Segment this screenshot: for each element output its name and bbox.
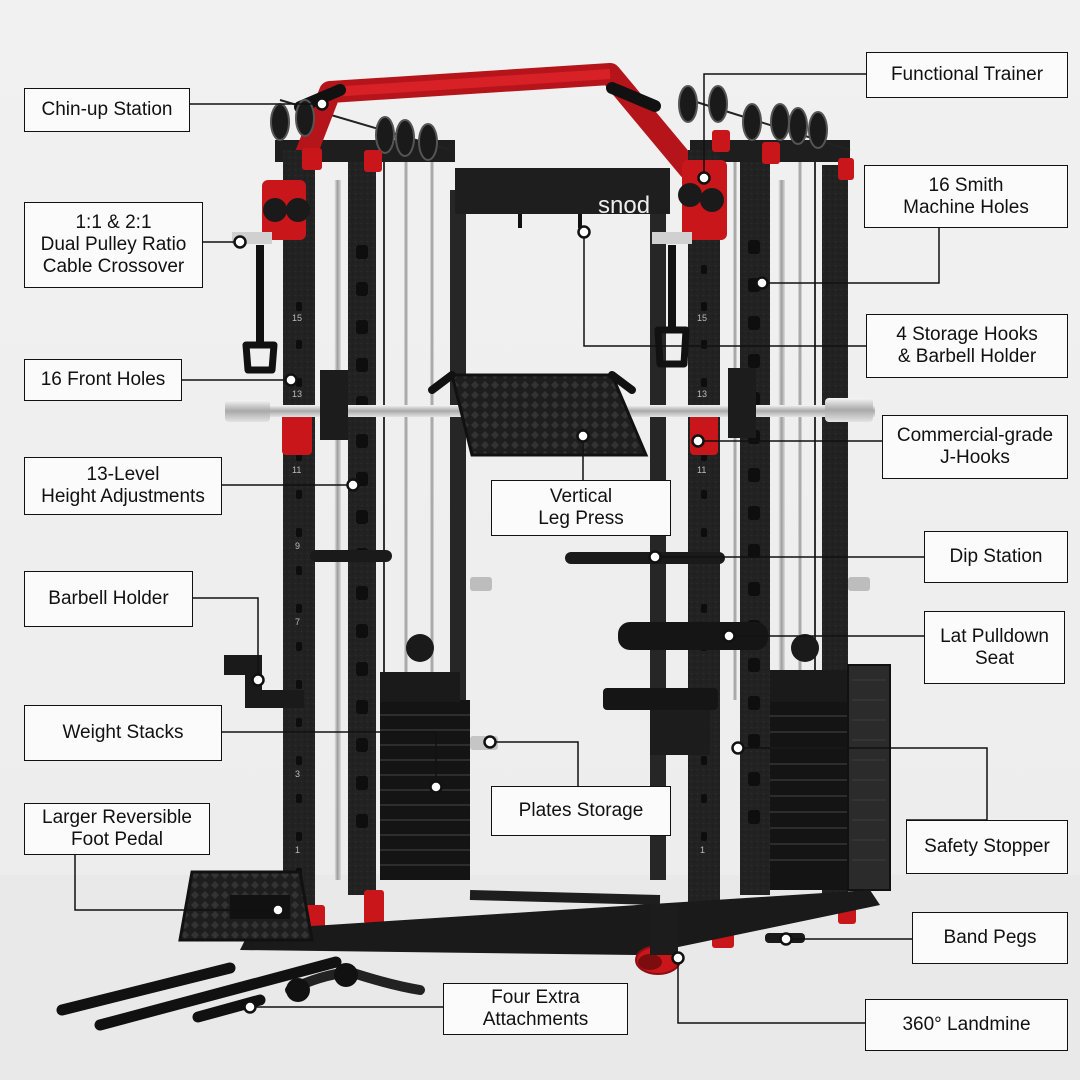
hole-numbers-right: 15 13 11 1: [697, 313, 707, 855]
d-handle-right: [654, 326, 690, 368]
label-functional-trainer: Functional Trainer: [866, 52, 1068, 98]
label-j-hooks: Commercial-grade J-Hooks: [882, 415, 1068, 479]
hole-number: 3: [295, 769, 300, 779]
label-leg-press: Vertical Leg Press: [491, 480, 671, 536]
label-landmine: 360° Landmine: [865, 999, 1068, 1051]
dip-handle-right: [565, 552, 725, 564]
dip-handle-left: [310, 550, 392, 562]
hole-number: 1: [295, 845, 300, 855]
anchor-dots: [233, 97, 793, 1014]
pulley-left-b: [286, 198, 310, 222]
label-foot-pedal: Larger Reversible Foot Pedal: [24, 803, 210, 855]
rope-end-right: [334, 963, 358, 987]
hole-number: 13: [697, 389, 707, 399]
rope-end-left: [286, 978, 310, 1002]
barbell-holder-bracket: [224, 655, 304, 708]
label-chin-up-station: Chin-up Station: [24, 88, 190, 132]
barbell-sleeve-right: [825, 398, 873, 422]
hole-number: 11: [292, 465, 301, 475]
label-safety-stopper: Safety Stopper: [906, 820, 1068, 874]
weight-stack-right: [770, 634, 855, 890]
upright-left-front: [283, 150, 315, 930]
lat-pulldown-seat: [603, 688, 718, 710]
leg-press-plate: [450, 373, 649, 457]
pulley-right: [678, 183, 702, 207]
weight-stack-left: [380, 634, 470, 880]
label-extra-attachments: Four Extra Attachments: [443, 983, 628, 1035]
smith-carriage-right: [728, 368, 756, 438]
label-weight-stacks: Weight Stacks: [24, 705, 222, 761]
label-storage-hooks: 4 Storage Hooks & Barbell Holder: [866, 314, 1068, 378]
seat-support: [650, 710, 710, 755]
label-plates-storage: Plates Storage: [491, 786, 671, 836]
label-smith-machine-holes: 16 Smith Machine Holes: [864, 165, 1068, 228]
hole-number: 1: [700, 845, 705, 855]
side-mesh-guard: [847, 664, 891, 891]
hole-number: 7: [295, 617, 300, 627]
pulley-left: [263, 198, 287, 222]
label-height-adjustments: 13-Level Height Adjustments: [24, 457, 222, 515]
plate-peg-rear-right: [848, 577, 870, 591]
base-frame: [240, 890, 880, 955]
d-handle-left: [242, 341, 278, 374]
top-crossbeam: [455, 168, 670, 214]
label-front-holes: 16 Front Holes: [24, 359, 182, 401]
label-dual-pulley: 1:1 & 2:1 Dual Pulley Ratio Cable Crosso…: [24, 202, 203, 288]
mesh-lines: [852, 679, 886, 861]
label-lat-pulldown: Lat Pulldown Seat: [924, 611, 1065, 684]
barbell-sleeve-left: [225, 400, 270, 422]
label-band-pegs: Band Pegs: [912, 912, 1068, 964]
smith-rod-right: [778, 180, 785, 880]
landmine-post: [650, 905, 678, 955]
hole-number: 15: [292, 313, 302, 323]
hole-number: 15: [697, 313, 707, 323]
smith-carriage-left: [320, 370, 348, 440]
label-dip-station: Dip Station: [924, 531, 1068, 583]
leg-press-handles: [428, 371, 636, 394]
hole-number: 11: [697, 465, 706, 475]
pulley-right-b: [700, 188, 724, 212]
label-barbell-holder: Barbell Holder: [24, 571, 193, 627]
chin-up-bar-highlight: [329, 69, 611, 97]
attachment-long-bar: [94, 956, 342, 1031]
storage-hooks: [518, 214, 582, 228]
chin-up-grip-right: [606, 82, 661, 112]
hole-number: 13: [292, 389, 302, 399]
smith-rod-left: [334, 180, 341, 880]
base-rear-bar: [469, 890, 661, 905]
brand-logo: snod: [598, 192, 650, 219]
hole-number: 9: [295, 541, 300, 551]
landmine-opening: [638, 954, 662, 970]
carabiner-right: [652, 232, 692, 244]
lat-pulldown-pad: [618, 622, 768, 650]
plate-peg-rear-left: [470, 577, 492, 591]
attachment-straight-bar: [56, 962, 236, 1016]
